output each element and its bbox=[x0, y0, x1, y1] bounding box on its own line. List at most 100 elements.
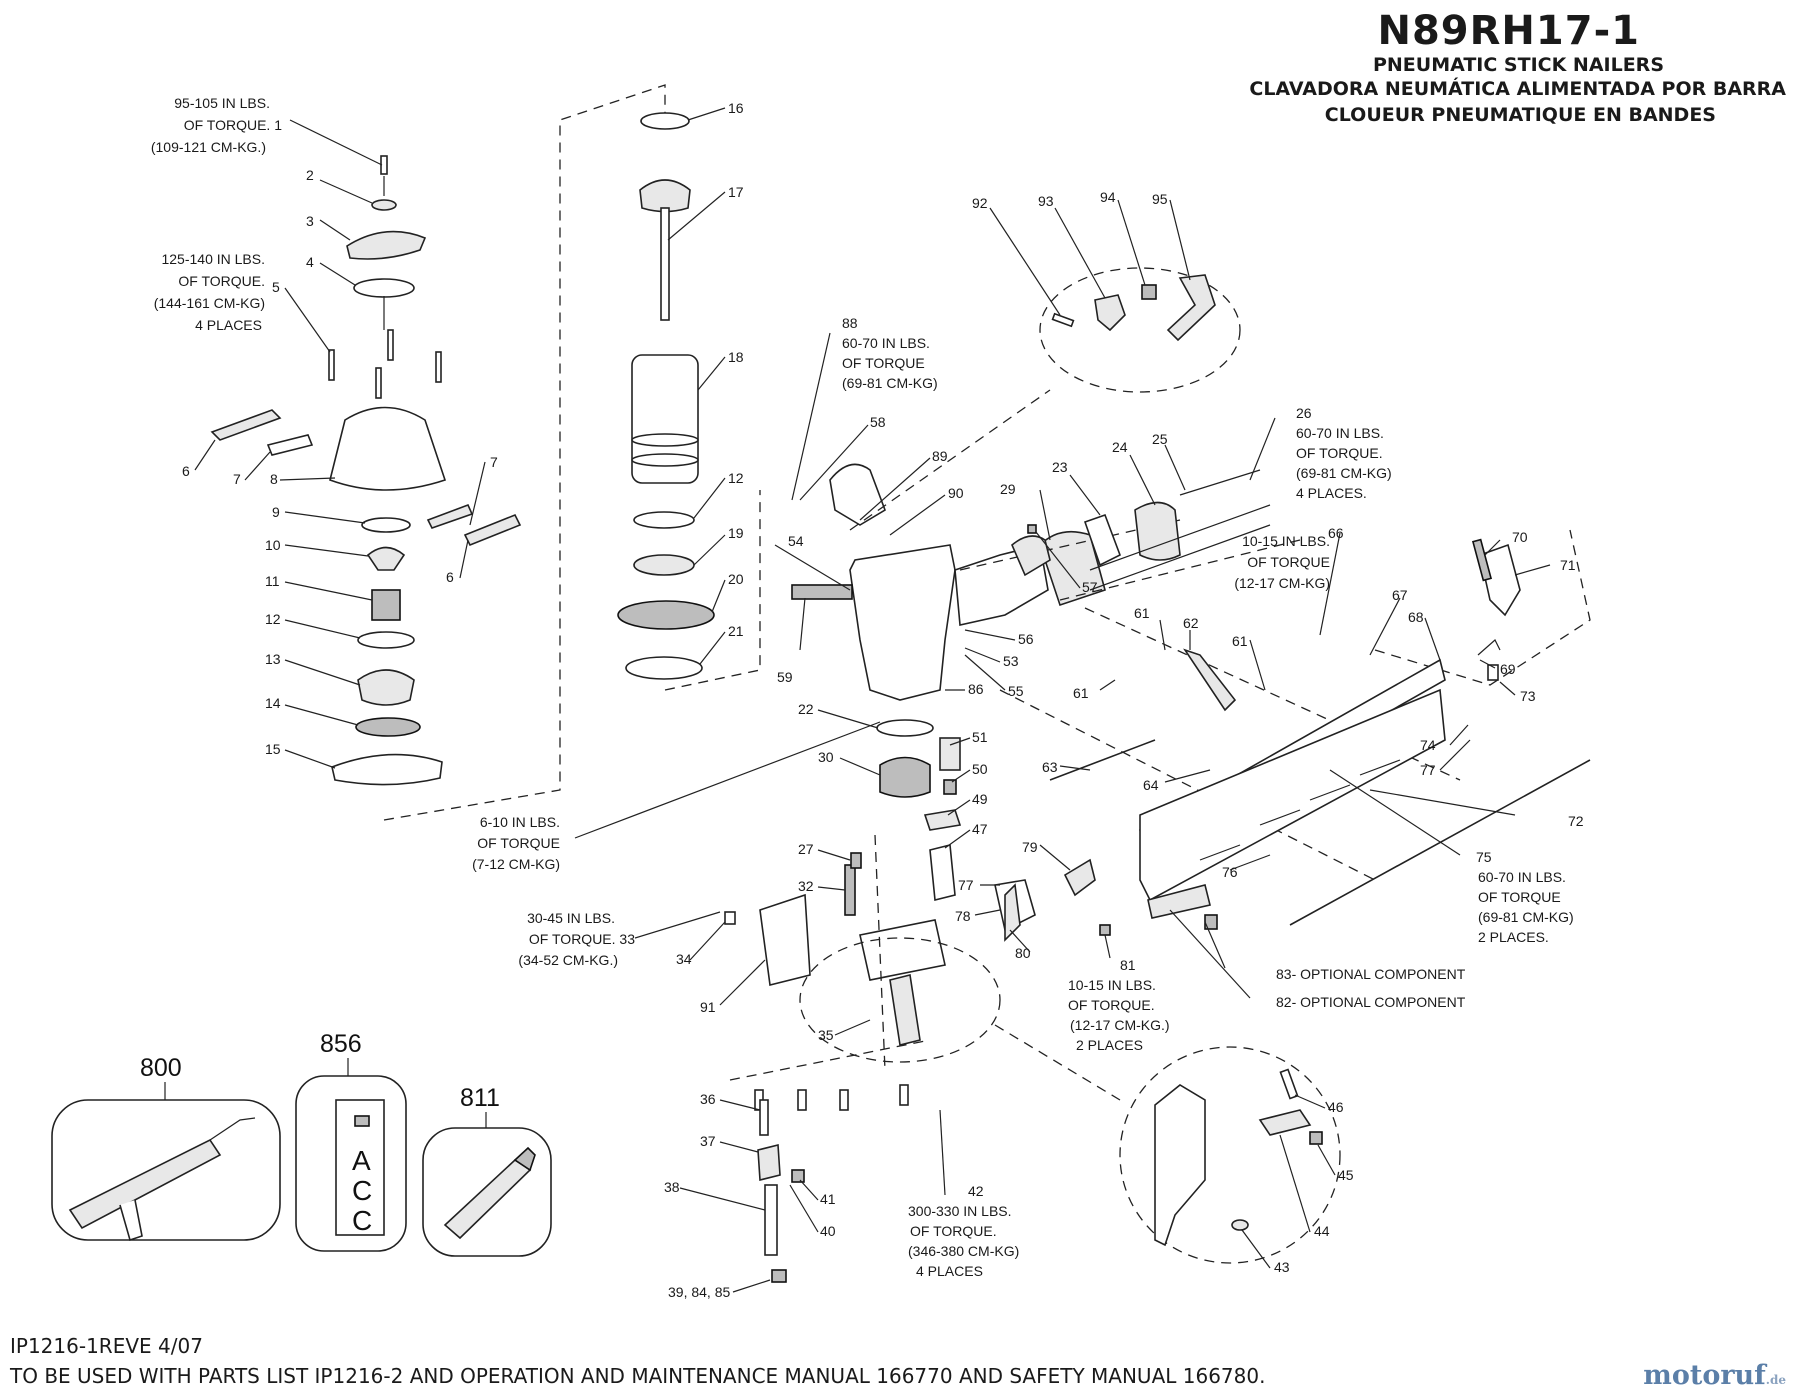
leader-68 bbox=[1424, 617, 1441, 661]
leader-93 bbox=[1054, 207, 1106, 299]
part-3-cap bbox=[346, 230, 427, 260]
callout-24: 24 bbox=[1112, 439, 1128, 455]
torque-1-line1: 95-105 IN LBS. bbox=[174, 95, 270, 111]
leader-5 bbox=[284, 287, 331, 353]
leader-40 bbox=[789, 1184, 819, 1233]
part-42-bolt-c bbox=[839, 1089, 849, 1111]
torque-88-line1: 60-70 IN LBS. bbox=[842, 335, 930, 351]
callout-94: 94 bbox=[1100, 189, 1116, 205]
callout-66: 66 bbox=[1328, 525, 1344, 541]
part-37-bracket bbox=[757, 1143, 781, 1182]
leader-26 bbox=[1249, 417, 1276, 481]
callout-61a: 61 bbox=[1134, 605, 1150, 621]
callout-93: 93 bbox=[1038, 193, 1054, 209]
leader-38 bbox=[679, 1187, 766, 1211]
magazine-slot-a bbox=[1199, 844, 1241, 861]
leader-23 bbox=[1069, 474, 1101, 516]
callout-86: 86 bbox=[968, 681, 984, 697]
part-5-screw-d bbox=[375, 367, 382, 399]
part-81-screw bbox=[1099, 924, 1111, 936]
leader-37 bbox=[719, 1141, 759, 1153]
callout-labels: 2 3 4 5 6 7 8 9 10 11 12 13 14 15 7 6 16… bbox=[182, 100, 1584, 1300]
callout-57: 57 bbox=[1082, 579, 1098, 595]
subtitle-spanish: CLAVADORA NEUMÁTICA ALIMENTADA POR BARRA bbox=[1249, 78, 1786, 100]
part-59-label bbox=[791, 584, 853, 600]
part-50-spring bbox=[943, 779, 957, 795]
callout-19: 19 bbox=[728, 525, 744, 541]
leader-43 bbox=[1241, 1229, 1271, 1269]
torque-75-line4: 2 PLACES. bbox=[1478, 929, 1549, 945]
leader-12b bbox=[693, 477, 726, 519]
callout-79: 79 bbox=[1022, 839, 1038, 855]
leader-41 bbox=[799, 1179, 819, 1201]
inset-circle-bottom bbox=[1119, 1046, 1341, 1264]
part-64-magazine bbox=[1139, 688, 1446, 902]
callout-89: 89 bbox=[932, 448, 948, 464]
part-36-spring bbox=[759, 1099, 769, 1136]
part-95-trigger bbox=[1166, 274, 1216, 342]
torque-notes: 95-105 IN LBS. OF TORQUE. 1 (109-121 CM-… bbox=[151, 95, 1574, 1279]
callout-78: 78 bbox=[955, 908, 971, 924]
part-73-bolt bbox=[1487, 664, 1499, 681]
callout-39-84-85: 39, 84, 85 bbox=[668, 1284, 730, 1300]
part-82-shoe bbox=[1147, 884, 1211, 919]
leader-88 bbox=[791, 332, 831, 501]
part-29-deflector bbox=[1011, 535, 1051, 577]
callout-15: 15 bbox=[265, 741, 281, 757]
callout-27: 27 bbox=[798, 841, 814, 857]
leader-77a bbox=[1439, 739, 1471, 771]
callout-72: 72 bbox=[1568, 813, 1584, 829]
part-27-spring bbox=[850, 852, 862, 869]
torque-66-line3: (12-17 CM-KG) bbox=[1234, 575, 1330, 591]
cylinder-band-a bbox=[631, 433, 699, 447]
leader-12a bbox=[284, 619, 361, 639]
callout-11: 11 bbox=[265, 573, 280, 589]
cap-assembly bbox=[210, 155, 522, 786]
lubricant-tube-cap bbox=[513, 1146, 536, 1172]
callout-95: 95 bbox=[1152, 191, 1168, 207]
leader-27 bbox=[817, 849, 851, 861]
callout-20: 20 bbox=[728, 571, 744, 587]
part-71-pusher bbox=[1479, 543, 1521, 617]
leader-91 bbox=[719, 959, 766, 1006]
callout-55: 55 bbox=[1008, 683, 1024, 699]
callout-13: 13 bbox=[265, 651, 281, 667]
leader-17 bbox=[667, 191, 726, 241]
callout-25: 25 bbox=[1152, 431, 1168, 447]
leader-36 bbox=[719, 1099, 761, 1111]
callout-12b: 12 bbox=[728, 470, 744, 486]
leader-58 bbox=[799, 424, 869, 501]
torque-88-line3: (69-81 CM-KG) bbox=[842, 375, 938, 391]
callout-8: 8 bbox=[270, 471, 278, 487]
leader-7a bbox=[244, 451, 271, 481]
leader-74 bbox=[1449, 724, 1469, 746]
part-9-oring bbox=[361, 517, 411, 533]
callout-37: 37 bbox=[700, 1133, 716, 1149]
callout-59: 59 bbox=[777, 669, 793, 685]
part-4-gasket bbox=[353, 278, 415, 298]
part-89-cap-part bbox=[829, 463, 886, 526]
leader-24 bbox=[1129, 454, 1156, 506]
torque-75-line2: OF TORQUE bbox=[1478, 889, 1561, 905]
callout-73: 73 bbox=[1520, 688, 1536, 704]
part-91-guard bbox=[759, 893, 811, 986]
torque-5-line2: OF TORQUE. bbox=[178, 273, 265, 289]
callout-83: 83- OPTIONAL COMPONENT bbox=[1276, 966, 1466, 982]
callout-34: 34 bbox=[676, 951, 692, 967]
leader-64 bbox=[1164, 769, 1211, 783]
torque-42-line3: (346-380 CM-KG) bbox=[908, 1243, 1019, 1259]
callout-91: 91 bbox=[700, 999, 716, 1015]
handle-end bbox=[1039, 530, 1106, 607]
leader-61a bbox=[1159, 619, 1166, 651]
grease-gun-handle bbox=[119, 1199, 143, 1242]
rear-cap-assembly bbox=[1011, 469, 1271, 591]
part-2-washer bbox=[371, 199, 397, 211]
torque-33-line1: 30-45 IN LBS. bbox=[527, 910, 615, 926]
accessory-kit-card-hole bbox=[354, 1115, 370, 1127]
part-49-lever bbox=[923, 809, 962, 831]
housing-body bbox=[849, 544, 956, 701]
leader-13 bbox=[284, 659, 361, 686]
leader-44 bbox=[1279, 1134, 1311, 1233]
leader-70 bbox=[1484, 539, 1501, 556]
